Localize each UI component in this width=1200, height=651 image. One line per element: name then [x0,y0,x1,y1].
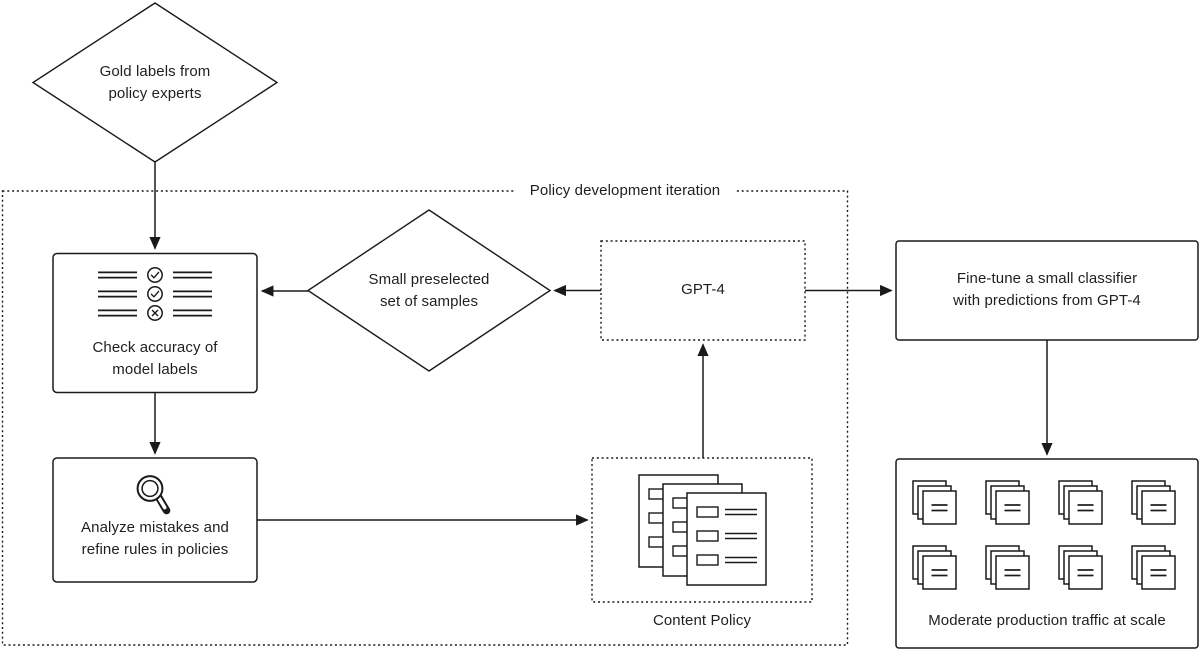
node-small-preselected-shape [306,209,552,372]
node-moderate-text: Moderate production traffic at scale [928,612,1166,629]
node-analyze-mistakes-text: Analyze mistakes and refine rules in pol… [81,519,229,558]
policy-iteration-label: Policy development iteration [513,180,737,202]
node-analyze-mistakes-shape [52,457,258,583]
node-gpt4-text: GPT-4 [681,281,725,298]
node-gpt4-shape [600,240,806,341]
node-gold-labels-shape [31,2,279,163]
page-stack-icon [985,545,1030,590]
node-fine-tune-shape [895,240,1199,341]
page-stack-icon [1131,545,1176,590]
flow-arrows [149,162,1053,526]
policy-iteration-container [1,190,849,646]
page-stack-grid-icon [912,480,1176,590]
page-stack-icon [912,480,957,525]
node-fine-tune-text: Fine-tune a small classifier with predic… [953,270,1141,309]
node-small-preselected-text: Small preselected set of samples [368,271,490,310]
page-stack-icon [912,545,957,590]
documents-stack-icon [638,474,767,586]
node-moderate-shape [895,458,1199,649]
page-stack-icon [1058,480,1103,525]
node-gold-labels-text: Gold labels from policy experts [99,63,211,102]
checklist-icon [98,267,212,321]
node-check-accuracy-text: Check accuracy of model labels [92,339,218,378]
page-stack-icon [1058,545,1103,590]
node-content-policy-text: Content Policy [652,612,752,629]
page-stack-icon [1131,480,1176,525]
node-check-accuracy-shape [52,252,258,394]
magnifier-icon [136,475,171,515]
page-stack-icon [985,480,1030,525]
